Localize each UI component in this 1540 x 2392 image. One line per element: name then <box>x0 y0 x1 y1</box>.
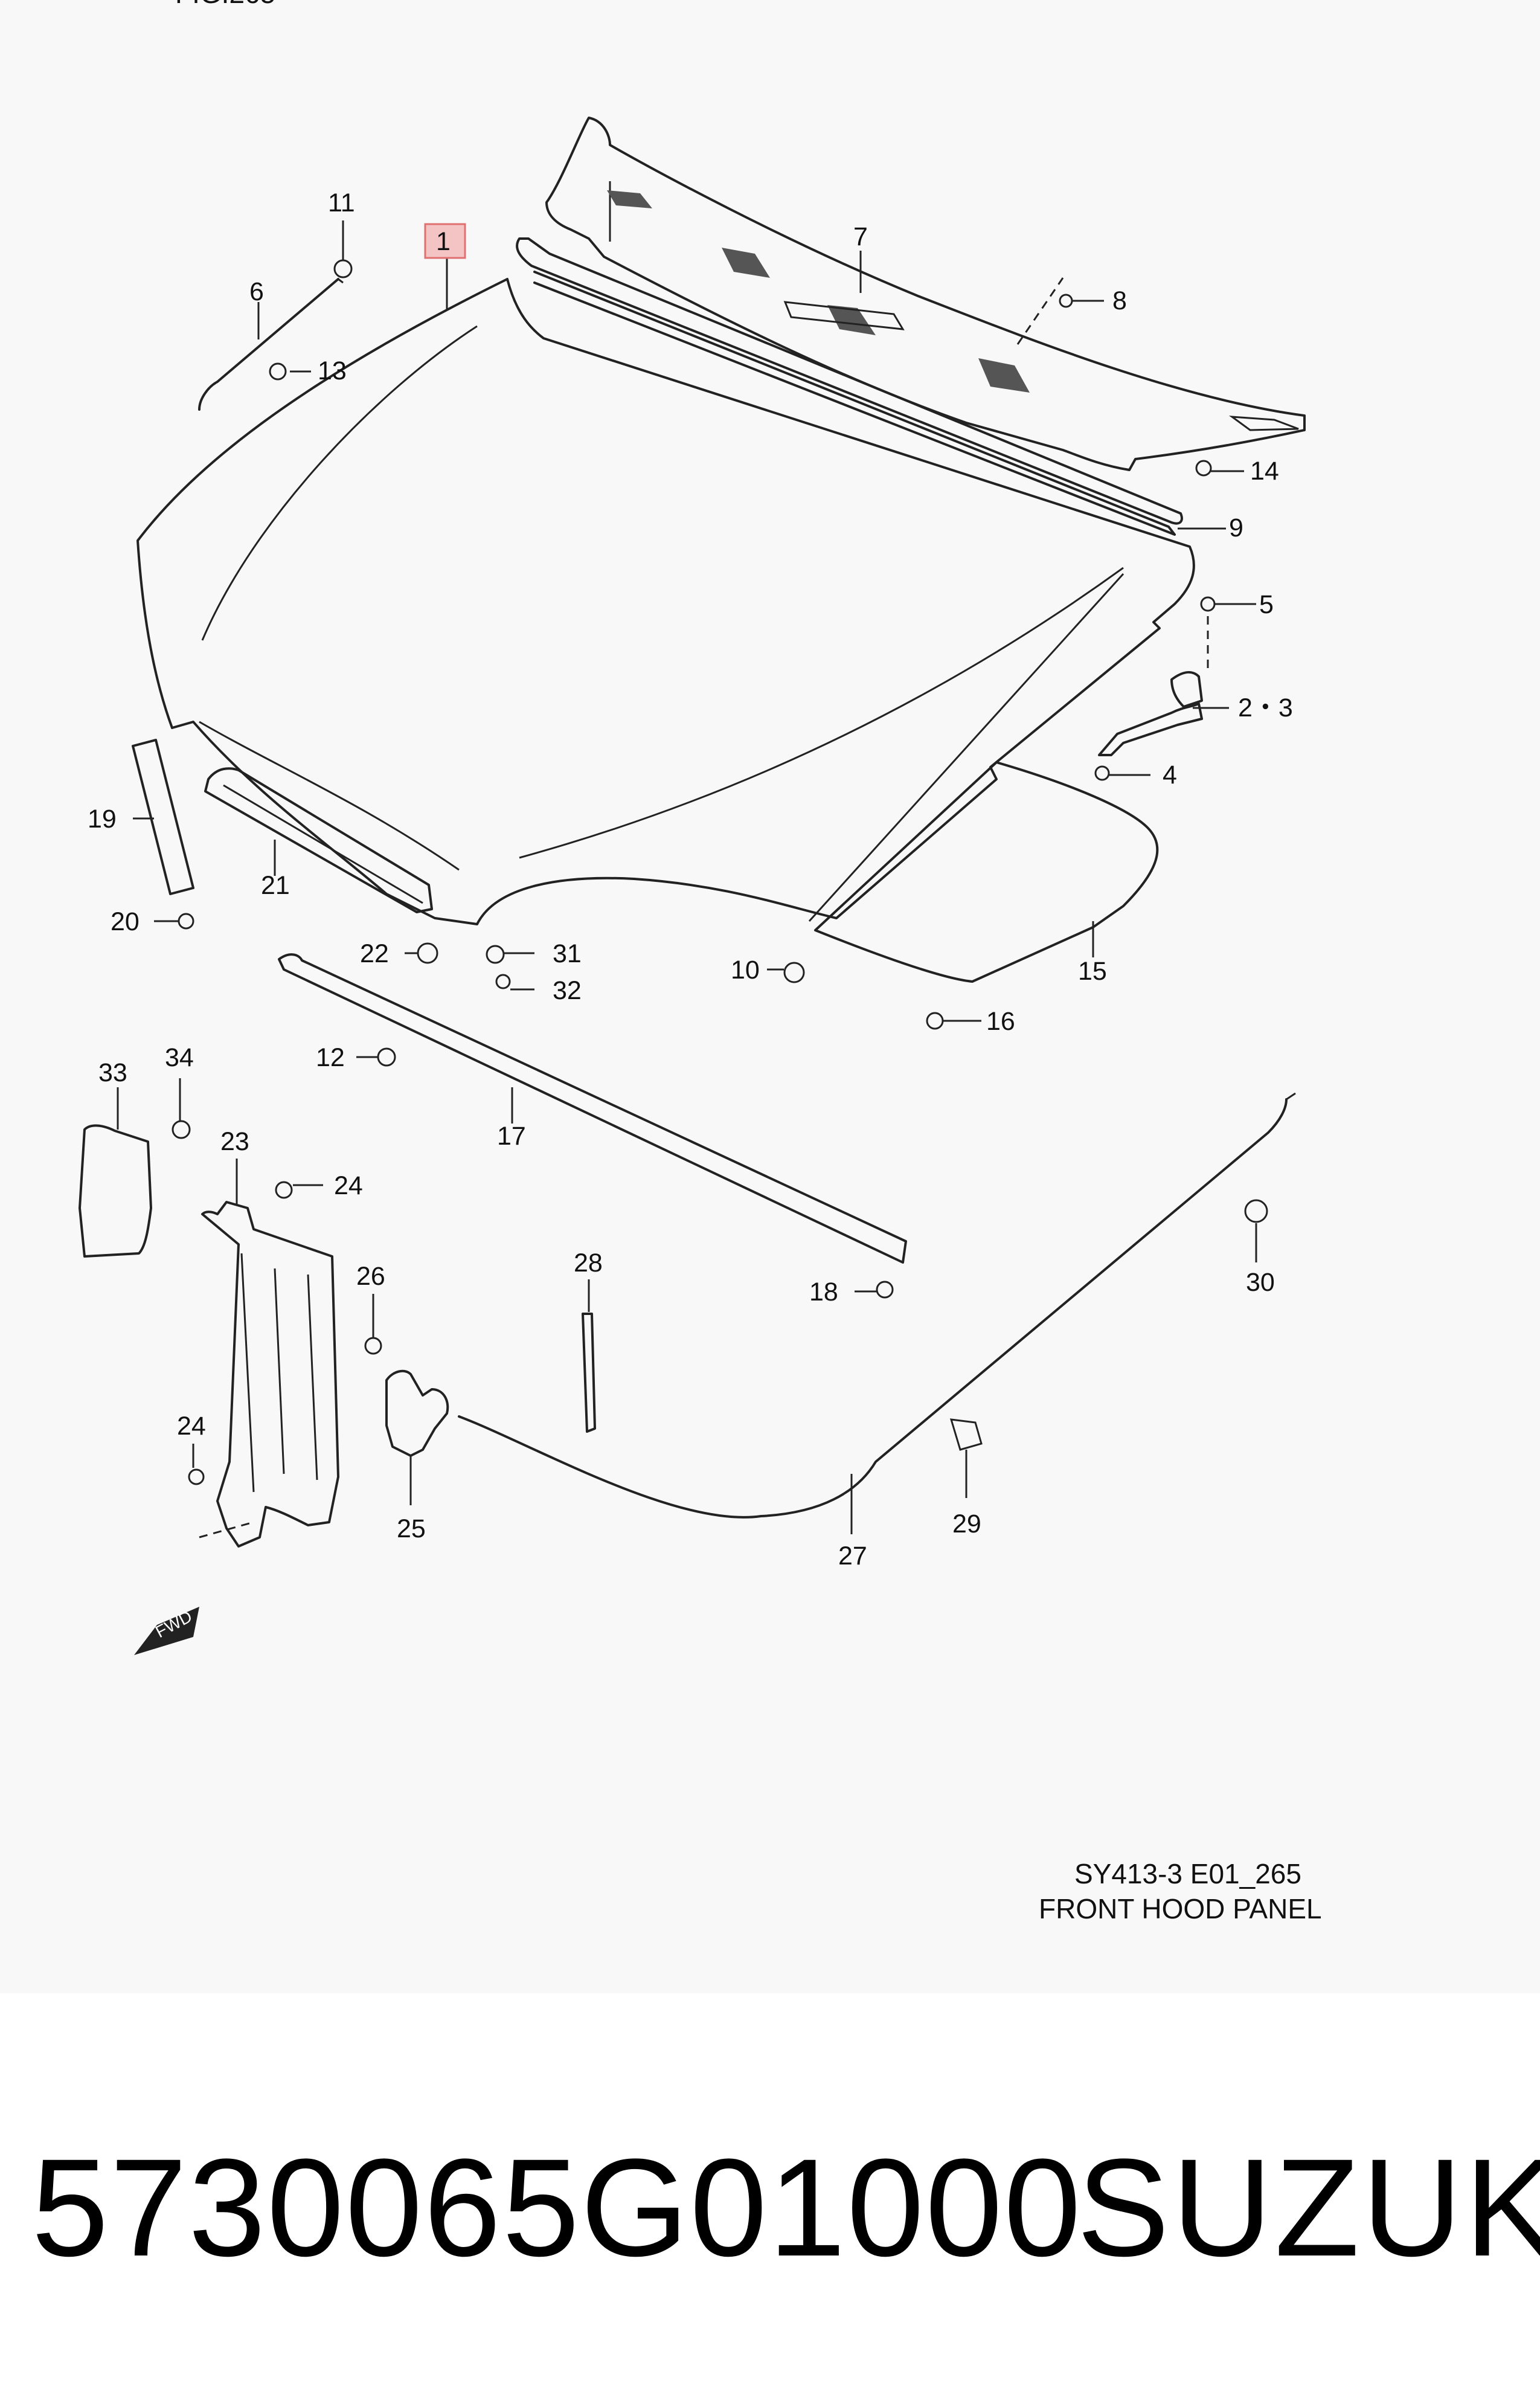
callout-8[interactable]: 8 <box>1112 286 1127 315</box>
callout-10[interactable]: 10 <box>731 956 760 985</box>
sheet-code: SY413-3 E01_265 <box>1074 1858 1301 1889</box>
callout-24-top[interactable]: 24 <box>334 1171 363 1200</box>
hood-insulator[interactable] <box>814 761 1159 983</box>
side-seal-strip[interactable] <box>132 739 194 895</box>
callout-4[interactable]: 4 <box>1163 760 1177 789</box>
callout-28[interactable]: 28 <box>574 1249 603 1278</box>
hood-latch-left[interactable] <box>79 1124 152 1258</box>
callout-11[interactable]: 11 <box>328 188 355 217</box>
bolt-14 <box>1195 460 1212 477</box>
clip-12 <box>377 1047 396 1067</box>
callout-1[interactable]: 1 <box>436 227 451 256</box>
callout-21[interactable]: 21 <box>261 871 290 900</box>
bolt-4 <box>1094 765 1110 781</box>
bolt-24b <box>188 1468 205 1485</box>
sheet-title: FRONT HOOD PANEL <box>1039 1893 1322 1924</box>
callout-14[interactable]: 14 <box>1250 457 1279 486</box>
clip-16 <box>926 1012 944 1030</box>
clip-20 <box>178 913 194 930</box>
figure-label-cut: FIG.265 <box>175 0 275 10</box>
callout-30[interactable]: 30 <box>1246 1268 1275 1297</box>
callout-31[interactable]: 31 <box>553 939 582 968</box>
callout-26[interactable]: 26 <box>356 1262 385 1291</box>
callout-34[interactable]: 34 <box>165 1043 194 1072</box>
bolt-24a <box>275 1181 293 1199</box>
front-seal-rubber[interactable] <box>204 767 433 913</box>
callout-2-3[interactable]: 2・3 <box>1238 693 1293 722</box>
callout-32[interactable]: 32 <box>553 976 582 1005</box>
callout-27[interactable]: 27 <box>838 1542 867 1571</box>
callout-13[interactable]: 13 <box>318 356 347 385</box>
part-number: 5730065G01000 <box>31 2130 1082 2285</box>
callout-23[interactable]: 23 <box>220 1127 249 1156</box>
clamp-29 <box>949 1418 983 1451</box>
hood-lock[interactable] <box>385 1369 449 1457</box>
callout-6[interactable]: 6 <box>249 277 264 306</box>
screw-30 <box>1244 1199 1268 1223</box>
hood-prop-rod[interactable] <box>198 278 344 411</box>
diagram-panel: FIG.265 <box>79 0 1322 1924</box>
callout-16[interactable]: 16 <box>986 1007 1015 1036</box>
callout-15[interactable]: 15 <box>1078 957 1107 986</box>
hood-hinge[interactable] <box>1098 671 1203 756</box>
hood-panel[interactable] <box>136 278 1195 925</box>
callout-33[interactable]: 33 <box>98 1058 127 1087</box>
callout-17[interactable]: 17 <box>497 1122 526 1151</box>
callout-12[interactable]: 12 <box>316 1043 345 1072</box>
clip-31 <box>486 945 505 964</box>
callout-1-highlight <box>424 223 466 259</box>
fwd-arrow-icon: FWD <box>134 1607 199 1655</box>
hood-safety-catch[interactable] <box>582 1313 596 1433</box>
bolt-26 <box>364 1337 382 1355</box>
parts-diagram: FWD 1 11 6 13 7 8 14 9 5 2・3 4 19 21 20 … <box>79 117 1306 1655</box>
grommet-13 <box>269 362 287 381</box>
callout-19[interactable]: 19 <box>88 805 117 834</box>
callout-20[interactable]: 20 <box>111 907 140 936</box>
callout-24-bottom[interactable]: 24 <box>177 1412 206 1441</box>
clip-11 <box>333 259 353 278</box>
radiator-upper-seal[interactable] <box>278 953 907 1264</box>
callout-22[interactable]: 22 <box>360 939 389 968</box>
callout-25[interactable]: 25 <box>397 1514 426 1543</box>
brand-name: SUZUKI <box>1077 2130 1540 2285</box>
stopper-10 <box>783 962 805 983</box>
callout-29[interactable]: 29 <box>952 1509 981 1538</box>
callout-18[interactable]: 18 <box>809 1278 838 1307</box>
callout-9[interactable]: 9 <box>1229 513 1243 542</box>
callout-5[interactable]: 5 <box>1259 590 1274 619</box>
cowl-top-panel[interactable] <box>545 117 1306 471</box>
clip-18 <box>876 1281 894 1299</box>
cushion-22 <box>417 942 438 964</box>
bolt-5 <box>1200 596 1216 612</box>
nut-34 <box>172 1120 191 1139</box>
callout-7[interactable]: 7 <box>853 222 868 251</box>
hood-lock-brace[interactable] <box>201 1201 339 1548</box>
hood-rear-seal[interactable] <box>516 237 1183 536</box>
clip-32 <box>495 974 511 989</box>
bolt-8 <box>1059 294 1073 308</box>
hood-release-cable[interactable] <box>458 1092 1296 1519</box>
leader-lines <box>117 220 1257 1538</box>
